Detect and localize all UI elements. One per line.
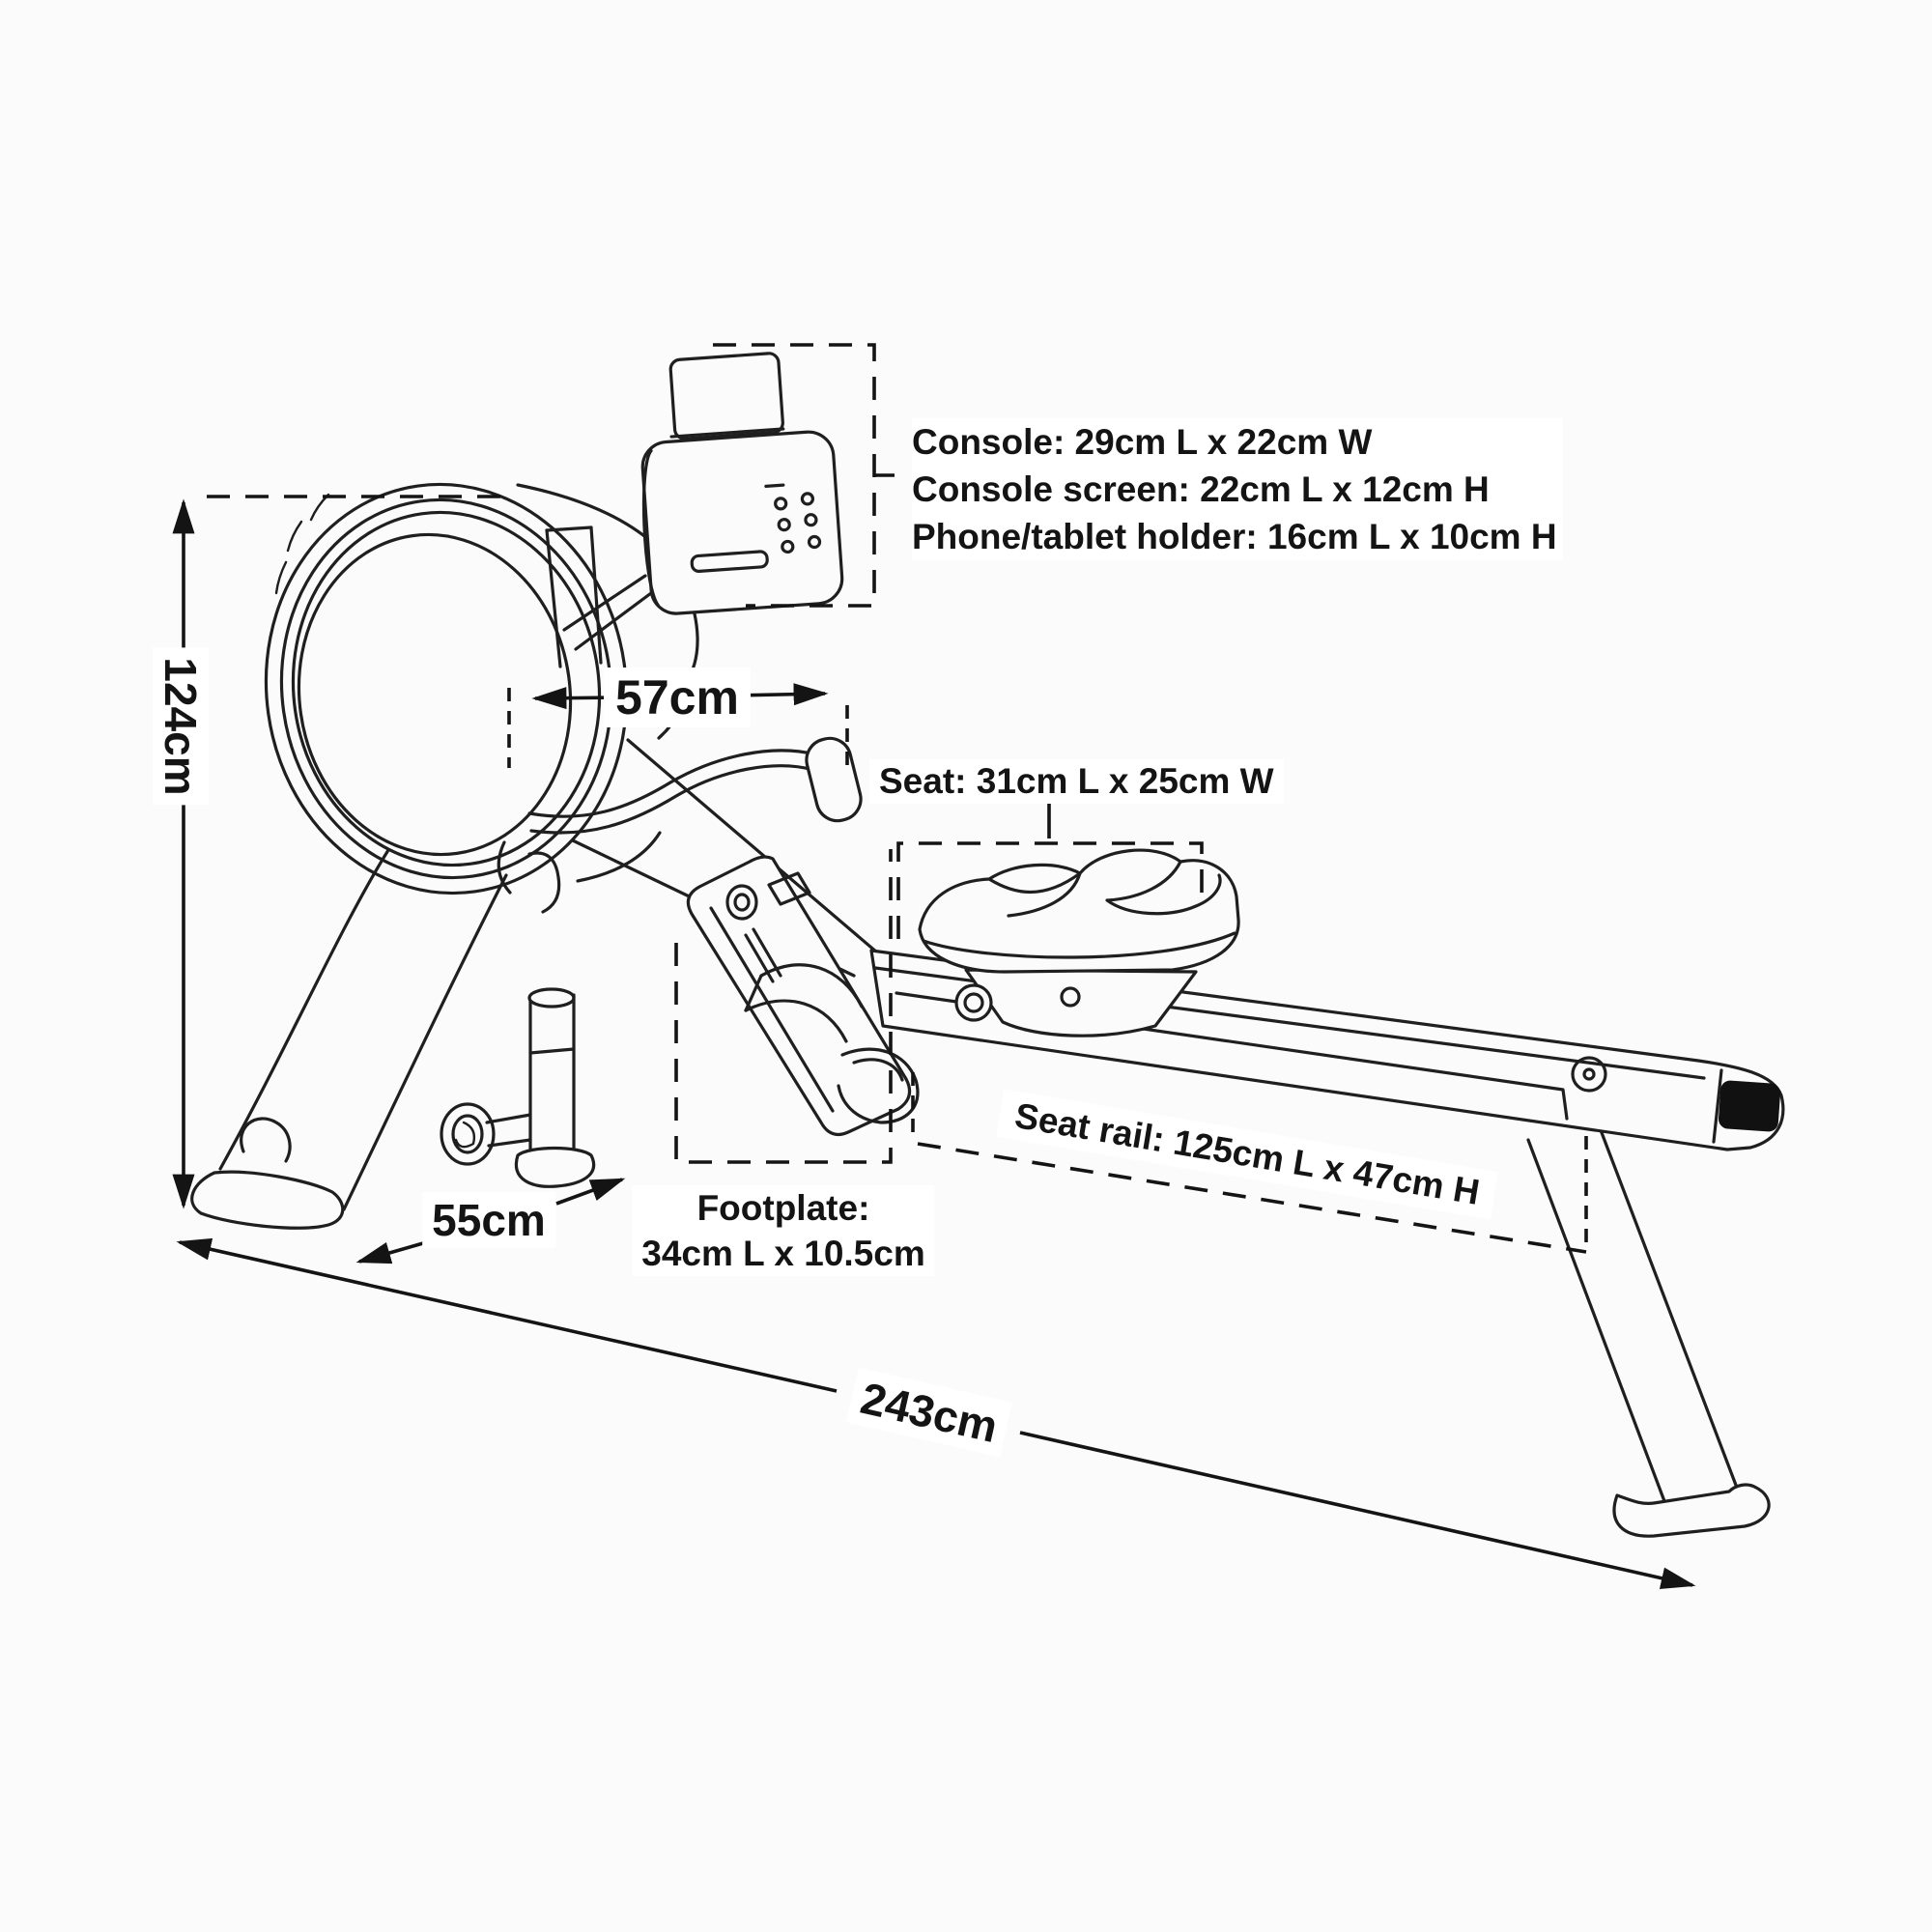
console-button (804, 513, 818, 527)
phone-holder-dimensions-label: Phone/tablet holder: 16cm L x 10cm H (912, 513, 1563, 560)
seat-rail-dashed-measure (911, 1072, 1588, 1254)
foot-strap (759, 963, 864, 1009)
console-info-block: Console: 29cm L x 22cm W Console screen:… (912, 418, 1563, 560)
seat-dimensions-label: Seat: 31cm L x 25cm W (869, 759, 1284, 804)
height-dimension-arrow (172, 495, 508, 1209)
phone-holder-drawing (668, 352, 784, 440)
footplate-label-line1: Footplate: (696, 1188, 870, 1228)
console-dashed-box (713, 343, 895, 608)
handle-width-dimension-label: 57cm (604, 668, 751, 727)
console-dash-detail (764, 483, 785, 488)
caster-wheel (440, 1102, 496, 1166)
console-dimensions-label: Console: 29cm L x 22cm W (912, 418, 1563, 466)
footplate-dashed-box (674, 849, 893, 1164)
handle-grip (805, 736, 863, 823)
front-leg (190, 848, 508, 1230)
footplate-label-line2: 34cm L x 10.5cm (641, 1234, 925, 1273)
seat-drawing (918, 848, 1240, 1037)
rowing-machine-drawing (190, 352, 1785, 1538)
console-button (774, 497, 788, 511)
console-mast (545, 526, 653, 668)
length-dimension-arrow (176, 1237, 1696, 1590)
support-post (440, 987, 596, 1188)
console-button (777, 518, 791, 532)
rear-leg (1526, 1121, 1771, 1538)
console-screen-slot (690, 550, 769, 574)
dimension-annotations (172, 343, 1696, 1590)
footplate-dimensions-label: Footplate: 34cm L x 10.5cm (632, 1185, 935, 1276)
flywheel (264, 482, 699, 895)
console-button (781, 539, 795, 554)
height-dimension-label: 124cm (153, 647, 209, 806)
seat-dashed-box (896, 802, 1204, 939)
front-width-dimension-label: 55cm (422, 1192, 555, 1248)
console-button (807, 534, 822, 550)
console-drawing (640, 352, 844, 615)
console-screen-dimensions-label: Console screen: 22cm L x 12cm H (912, 466, 1563, 513)
front-width-dimension-arrow (355, 1178, 626, 1264)
console-button (800, 492, 815, 506)
